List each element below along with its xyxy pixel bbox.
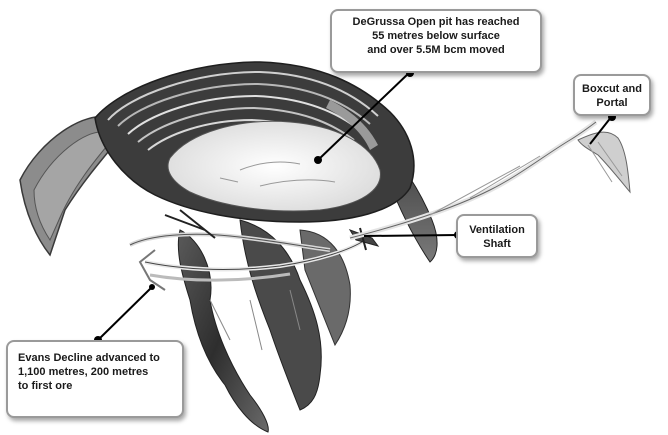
callout-boxcut-line-1: Boxcut and <box>581 82 643 96</box>
callout-vent-line-1: Ventilation <box>464 223 530 237</box>
vent-leader-line <box>364 235 458 236</box>
open-pit <box>95 62 414 222</box>
callout-boxcut-portal: Boxcut and Portal <box>573 74 651 116</box>
callout-open-pit: DeGrussa Open pit has reached 55 metres … <box>330 9 542 73</box>
boxcut-portal <box>578 132 630 192</box>
pit-leader-dot <box>314 156 322 164</box>
callout-open-pit-line-2: 55 metres below surface <box>338 29 534 43</box>
callout-vent-line-2: Shaft <box>464 237 530 251</box>
callout-evans-decline: Evans Decline advanced to 1,100 metres, … <box>6 340 184 418</box>
callout-boxcut-line-2: Portal <box>581 96 643 110</box>
callout-evans-line-3: to first ore <box>18 379 176 393</box>
callout-open-pit-line-1: DeGrussa Open pit has reached <box>338 15 534 29</box>
evans-leader-line <box>98 287 152 340</box>
callout-ventilation-shaft: Ventilation Shaft <box>456 214 538 258</box>
callout-evans-line-2: 1,100 metres, 200 metres <box>18 365 176 379</box>
callout-evans-line-1: Evans Decline advanced to <box>18 351 176 365</box>
callout-open-pit-line-3: and over 5.5M bcm moved <box>338 43 534 57</box>
